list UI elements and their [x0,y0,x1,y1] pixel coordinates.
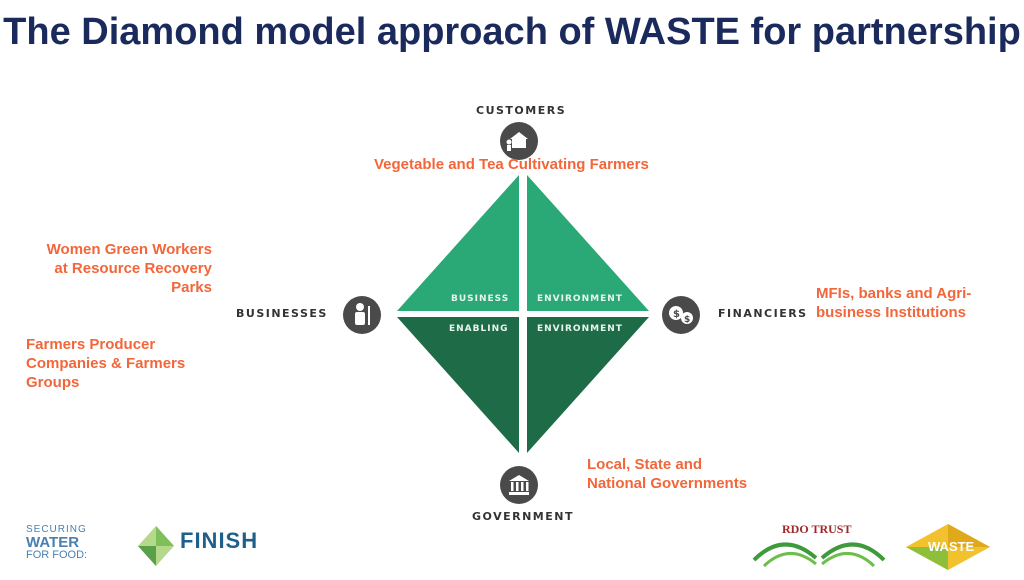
customers-icon [500,122,538,160]
waste-logo [906,524,990,570]
businesses-icon [343,296,381,334]
diamond-diagram: BUSINESS ENVIRONMENT ENABLING ENVIRONMEN… [397,175,649,453]
businesses-label: BUSINESSES [236,307,328,320]
securing-water-logo: SECURING WATER FOR FOOD: [26,524,88,561]
businesses-annotation-2: Farmers Producer Companies & Farmers Gro… [26,336,186,391]
finish-logo-mark [138,526,174,566]
diamond-label-business: BUSINESS [451,294,509,304]
diamond-label-enabling: ENABLING [449,324,509,334]
financiers-annotation: MFIs, banks and Agri- business Instituti… [816,285,972,321]
government-icon [500,466,538,504]
svg-text:$: $ [684,315,690,325]
diamond-bottom-left [397,317,519,453]
rdo-trust-text: RDO TRUST [782,522,852,536]
customers-label: CUSTOMERS [476,104,567,117]
diamond-top-left [397,175,519,311]
businesses-annotation-1: Women Green Workers at Resource Recovery… [46,241,212,296]
waste-logo-text: WASTE [928,539,975,554]
diamond-bottom-right [527,317,649,453]
diamond-label-environment-top: ENVIRONMENT [537,294,623,304]
financiers-label: FINANCIERS [718,307,808,320]
financiers-icon: $ $ [662,296,700,334]
customers-annotation: Vegetable and Tea Cultivating Farmers [374,156,649,173]
diamond-label-environment-bottom: ENVIRONMENT [537,324,623,334]
finish-logo-text: FINISH [180,528,259,553]
government-label: GOVERNMENT [472,510,574,523]
page-title: The Diamond model approach of WASTE for … [3,11,1021,53]
diamond-top-right [527,175,649,311]
rdo-trust-logo [752,542,886,568]
government-annotation: Local, State and National Governments [587,456,748,492]
svg-text:$: $ [673,309,680,320]
